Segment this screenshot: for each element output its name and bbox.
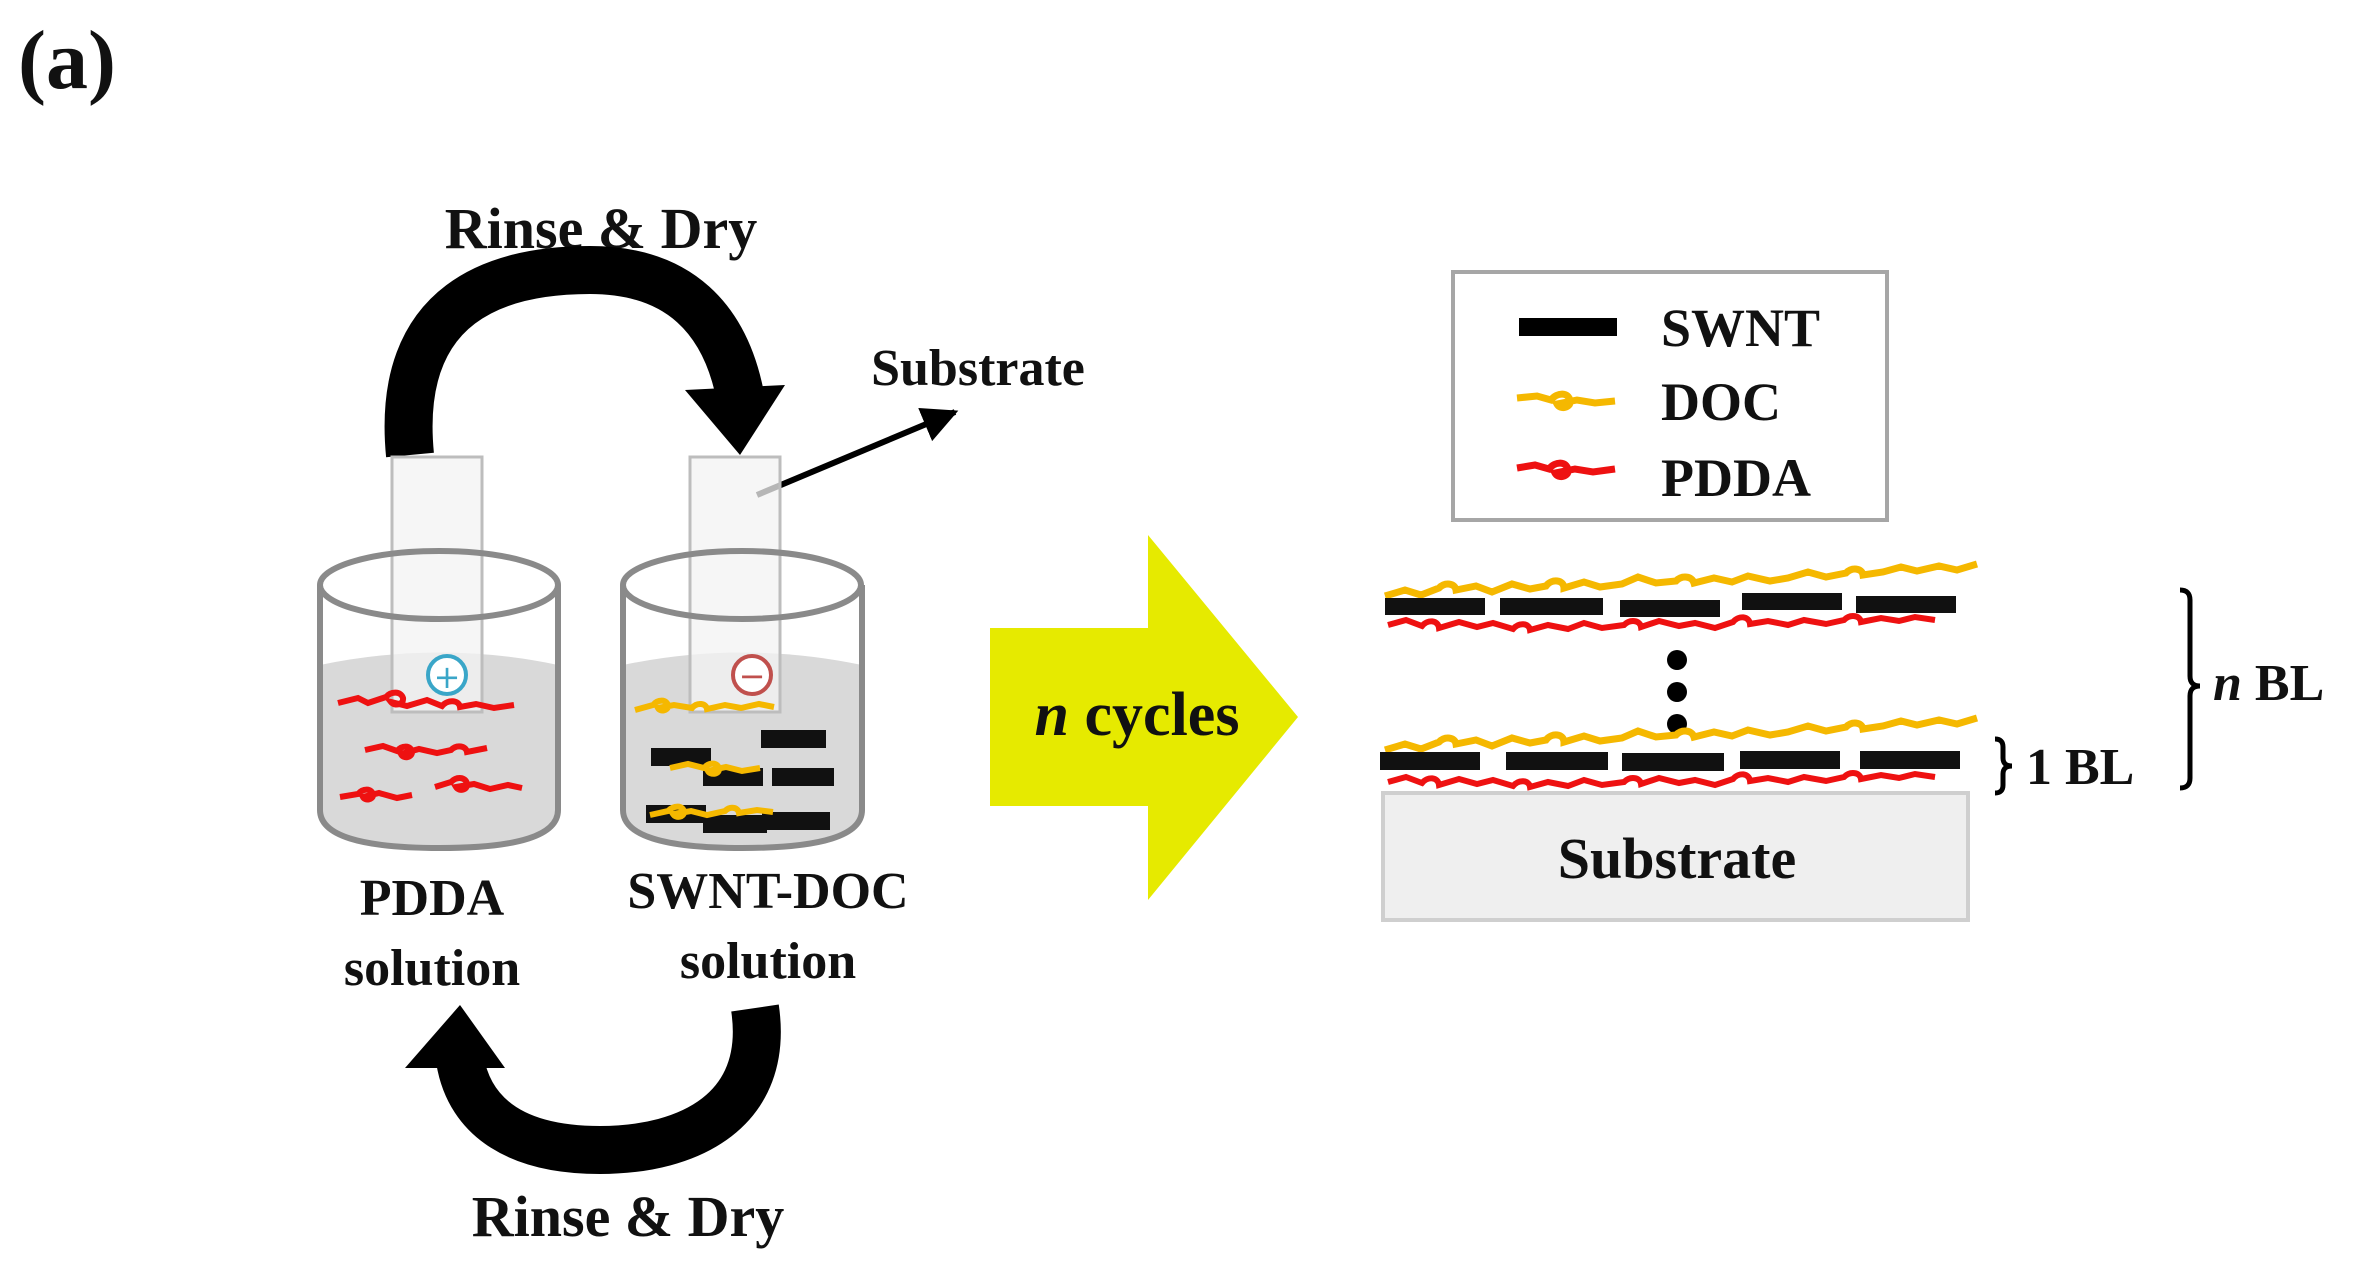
swnt-doc-solution [623,652,862,848]
swnt-doc-solution-label-line1: SWNT-DOC [627,863,908,920]
substrate-block-label: Substrate [1558,826,1796,891]
ellipsis-dot-1 [1667,650,1687,670]
substrate-block [1381,791,1970,922]
bottom-arrow-label: Rinse & Dry [472,1184,785,1249]
bottom-swnt-layer [1380,751,1960,771]
n-bl-label: n BL [2213,655,2324,712]
n-cycles-arrow [990,535,1298,900]
legend-swnt-label: SWNT [1661,298,1820,358]
n-bl-bracket [2179,587,2201,791]
substrate-callout-arrow [755,407,959,498]
swnt-doc-beaker: − [620,455,865,852]
bilayer-n [1383,560,1979,634]
top-doc-layer [1383,560,1979,600]
legend-pdda-label: PDDA [1661,448,1811,508]
positive-charge-sign: + [434,658,461,696]
top-pdda-layer [1387,613,1936,634]
pdda-solution-label-line1: PDDA [360,870,505,927]
pdda-solution-label-line2: solution [344,940,520,997]
bottom-doc-layer [1383,714,1979,754]
bottom-curved-arrow [405,1004,781,1175]
pdda-beaker: + [317,455,561,852]
swnt-doc-solution-label-line2: solution [680,933,856,990]
bilayer-1 [1380,714,1979,791]
ellipsis-dot-2 [1667,682,1687,702]
top-swnt-layer [1385,593,1956,617]
legend-doc-swatch [1516,390,1616,412]
legend-doc-label: DOC [1661,372,1781,432]
top-curved-arrow [384,245,785,458]
one-bl-label: 1 BL [2026,739,2134,796]
one-bl-bracket [1994,736,2013,796]
negative-charge-sign: − [739,657,766,695]
legend-pdda-swatch [1516,459,1616,481]
legend-swnt-swatch [1519,318,1617,336]
n-cycles-label: n cycles [1035,681,1240,749]
negative-charge-icon [731,654,773,696]
panel-label: (a) [18,14,116,107]
pdda-chains [337,689,523,803]
swnt-bundles [646,730,834,833]
bottom-pdda-layer [1387,770,1936,791]
positive-charge-icon [426,654,468,696]
doc-chains [634,697,775,820]
substrate-callout-label: Substrate [871,340,1085,397]
